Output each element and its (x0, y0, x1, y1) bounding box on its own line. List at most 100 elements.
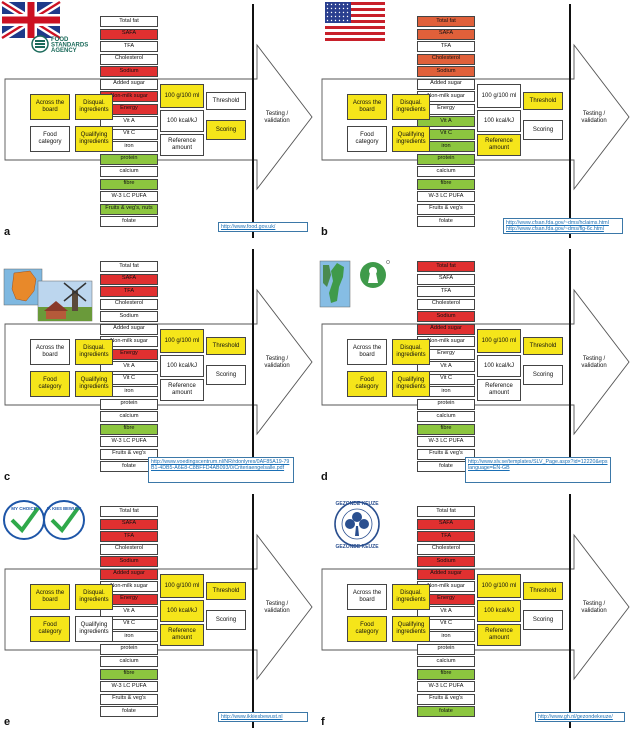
nutrient-box: Added sugar (100, 323, 158, 335)
source-link[interactable]: http://www.voedingscentrum.nl/NR/rdonlyr… (148, 457, 294, 483)
concept-food-category: Food category (30, 371, 70, 397)
concept-reference: Reference amount (160, 134, 204, 156)
nutrient-box: folate (100, 216, 158, 227)
concept-across: Across the board (347, 584, 387, 610)
nutrient-box: Cholesterol (100, 298, 158, 310)
logo-group (319, 260, 390, 308)
nutrient-box: fibre (100, 668, 158, 680)
panel-label: d (321, 471, 328, 483)
process-arrow (321, 533, 630, 681)
nutrient-box: TFA (100, 531, 158, 542)
concept-scoring: Scoring (523, 365, 563, 385)
nutrient-box: W-3 LC PUFA (417, 191, 475, 202)
nutrient-box: TFA (100, 41, 158, 52)
source-link[interactable]: http://www.food.gov.uk/ (218, 222, 308, 232)
nutrient-box: calcium (100, 411, 158, 422)
logo-group (3, 268, 93, 322)
nutrient-box: fibre (100, 423, 158, 435)
nutrient-box: W-3 LC PUFA (100, 436, 158, 447)
nutrient-box: fibre (417, 178, 475, 190)
logo-group (325, 2, 385, 41)
nutrient-box: Total fat (100, 506, 158, 517)
uk-flag-icon (0, 0, 62, 41)
source-link-text[interactable]: http://www.food.gov.uk/ (221, 224, 276, 230)
netherlands-map-icon (3, 268, 43, 306)
nutrient-box: Sodium (100, 66, 158, 77)
concept-per100: 100 g/100 ml (160, 84, 204, 108)
concept-scoring: Scoring (206, 610, 246, 630)
nutrient-box: Cholesterol (100, 543, 158, 555)
concept-scoring: Scoring (206, 365, 246, 385)
source-link-text[interactable]: http://www.voedingscentrum.nl/NR/rdonlyr… (151, 459, 290, 472)
source-link-text[interactable]: http://www.slv.se/templates/SLV_Page.asp… (468, 459, 608, 472)
concept-kcal: 100 kcal/kJ (160, 110, 204, 132)
concept-threshold: Threshold (523, 582, 563, 600)
concept-disqual: Disqual. ingredients (75, 584, 113, 610)
keyhole-logo-icon (360, 260, 390, 288)
my-choice-logo-icon: MY CHOICE (3, 500, 45, 540)
nutrient-box: calcium (100, 656, 158, 667)
nutrient-box: Vit A (100, 116, 158, 127)
concept-testing: Testing / validation (264, 601, 290, 614)
source-link[interactable]: http://www.slv.se/templates/SLV_Page.asp… (465, 457, 611, 483)
nutrient-box: Added sugar (100, 78, 158, 90)
nutrient-box: Total fat (417, 506, 475, 517)
concept-reference: Reference amount (160, 379, 204, 401)
source-link[interactable]: http://www.gh.nl/gezondekeuze/ (535, 712, 625, 722)
concept-food-category: Food category (30, 616, 70, 642)
nutrient-box: Sodium (100, 311, 158, 322)
concept-across: Across the board (347, 339, 387, 365)
panel-graphics (319, 249, 630, 483)
panel-label: a (4, 226, 11, 238)
process-arrow (4, 533, 313, 681)
nutrient-box: Fruits & veg's (417, 693, 475, 705)
nutrient-box: SAFA (417, 273, 475, 285)
nutrient-box: protein (100, 153, 158, 165)
source-link-text[interactable]: http://www.cfsan.fda.gov/~dms/flg-6c.htm… (506, 226, 604, 233)
nutrient-box: TFA (417, 41, 475, 52)
nutrient-box: protein (100, 643, 158, 655)
concept-kcal: 100 kcal/kJ (477, 110, 521, 132)
my-choice-logo-text: MY CHOICE (11, 506, 36, 511)
concept-kcal: 100 kcal/kJ (477, 355, 521, 377)
concept-across: Across the board (347, 94, 387, 120)
concept-per100: 100 g/100 ml (477, 84, 521, 108)
nutrient-box: Vit A (100, 606, 158, 617)
concept-per100: 100 g/100 ml (477, 329, 521, 353)
source-link-text[interactable]: http://www.ikkiesbewust.nl (221, 714, 283, 720)
concept-reference: Reference amount (477, 134, 521, 156)
concept-testing: Testing / validation (581, 111, 607, 124)
concept-kcal: 100 kcal/kJ (160, 600, 204, 622)
panel-label: b (321, 226, 328, 238)
source-link[interactable]: http://www.ikkiesbewust.nl (218, 712, 308, 722)
concept-reference: Reference amount (477, 624, 521, 646)
source-link[interactable]: http://www.cfsan.fda.gov/~dms/hclaims.ht… (503, 218, 623, 234)
nutrient-box: SAFA (417, 518, 475, 530)
nutrient-box: W-3 LC PUFA (100, 681, 158, 692)
process-arrow (4, 43, 313, 191)
nutrient-box: Cholesterol (417, 53, 475, 65)
nutrient-box: Cholesterol (100, 53, 158, 65)
panel-graphics (321, 2, 630, 238)
concept-reference: Reference amount (477, 379, 521, 401)
nutrient-box: Added sugar (417, 323, 475, 335)
gezonde-keuze-logo-text-top: GEZONDE KEUZE (335, 501, 379, 507)
nutrient-box: SAFA (100, 273, 158, 285)
source-link-text[interactable]: http://www.cfsan.fda.gov/~dms/hclaims.ht… (506, 220, 609, 226)
concept-qualifying: Qualifying ingredients (392, 126, 430, 152)
nutrient-box: SAFA (100, 518, 158, 530)
nutrient-box: protein (100, 398, 158, 410)
source-link-text[interactable]: http://www.gh.nl/gezondekeuze/ (538, 714, 613, 720)
ik-kies-bewust-logo-text: IK KIES BEWUST (47, 506, 82, 511)
concept-kcal: 100 kcal/kJ (160, 355, 204, 377)
nutrient-box: Vit A (100, 361, 158, 372)
nutrient-box: Vit A (417, 606, 475, 617)
windmill-photo-icon (37, 280, 93, 322)
